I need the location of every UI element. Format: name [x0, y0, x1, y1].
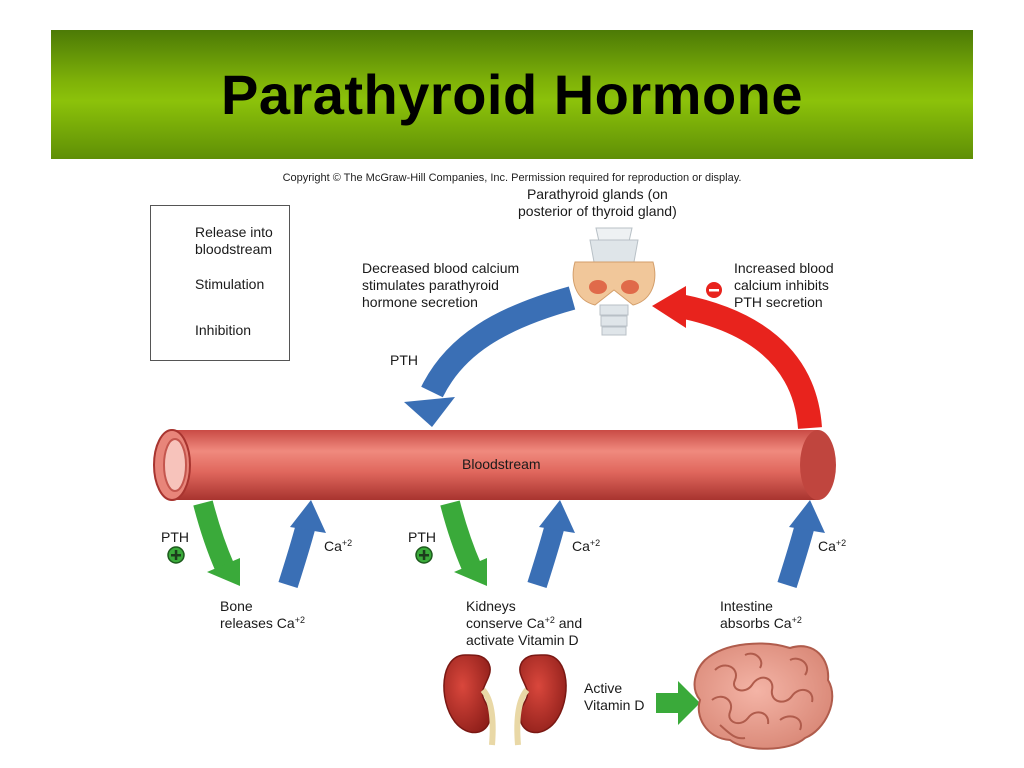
intestine-absorbs-label: absorbs Ca+2 [720, 615, 802, 631]
intestine-calcium-arrow [777, 500, 825, 589]
active-vitamin-d-label: Active Vitamin D [584, 680, 645, 713]
pth-release-arc [404, 286, 576, 427]
inhibition-arc [652, 286, 822, 430]
kidneys-illustration [443, 654, 567, 746]
kidney-calcium-arrow [527, 500, 575, 589]
plus-symbol-left [167, 546, 185, 564]
minus-symbol [706, 282, 722, 298]
pth-top-label: PTH [390, 352, 418, 368]
plus-symbol-mid [415, 546, 433, 564]
parathyroid-gland-illustration [572, 227, 656, 336]
kidneys-vitamin-label: activate Vitamin D [466, 632, 579, 648]
bone-calcium-arrow [278, 500, 326, 589]
title-banner: Parathyroid Hormone [51, 30, 973, 159]
legend-stimulation-label: Stimulation [195, 276, 265, 292]
bone-label: Bone [220, 598, 253, 614]
increased-calcium-label: Increased blood calcium inhibits PTH sec… [734, 260, 834, 310]
ca-kidney-label: Ca+2 [572, 538, 601, 554]
kidneys-label: Kidneys [466, 598, 516, 614]
ca-intestine-label: Ca+2 [818, 538, 847, 554]
bone-releases-label: releases Ca+2 [220, 615, 305, 631]
kidneys-conserve-label: conserve Ca+2 and [466, 615, 583, 631]
vitamin-d-arrow [656, 681, 700, 725]
page-title: Parathyroid Hormone [220, 63, 804, 126]
legend-release-label: Release into bloodstream [195, 224, 273, 257]
pth-left-label: PTH [161, 529, 189, 545]
pth-kidney-arrow [440, 500, 487, 586]
intestine-illustration [693, 642, 834, 750]
intestine-label: Intestine [720, 598, 773, 614]
legend-inhibition-label: Inhibition [195, 322, 252, 338]
legend-box: Release into bloodstream Stimulation Inh… [150, 205, 290, 361]
parathyroid-glands-label: Parathyroid glands (on posterior of thyr… [518, 186, 677, 219]
ca-bone-label: Ca+2 [324, 538, 353, 554]
pth-mid-label: PTH [408, 529, 436, 545]
copyright-notice: Copyright © The McGraw-Hill Companies, I… [282, 172, 742, 184]
pth-bone-arrow [193, 500, 240, 586]
bloodstream-label: Bloodstream [462, 456, 541, 472]
bloodstream-vessel [153, 429, 836, 501]
decreased-calcium-label: Decreased blood calcium stimulates parat… [362, 260, 520, 310]
